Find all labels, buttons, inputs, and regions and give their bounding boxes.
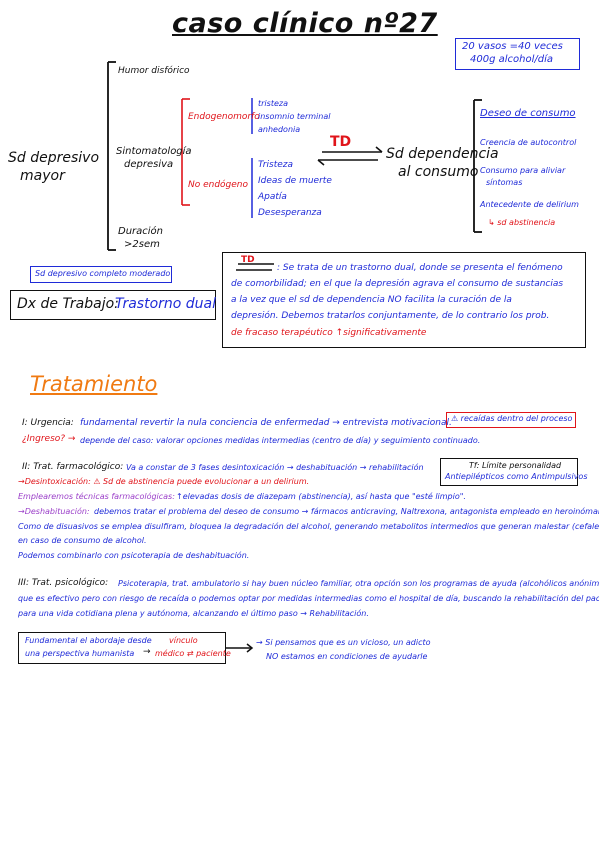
aversive-line-2: en caso de consumo de alcohol. [18,536,147,545]
approach-line-2: una perspectiva humanista [25,649,135,658]
approach-line-1: Fundamental el abordaje desde [25,636,152,645]
right-item-2: Creencia de autocontrol [480,138,577,147]
endo-item-3: anhedonia [258,125,301,134]
vinculo-line-2: médico ⇄ paciente [155,649,231,658]
pharm-label: II: Trat. farmacológico: [22,462,124,472]
note-box: 20 vasos =40 veces 400g alcohol/día [455,38,580,70]
duration-line-1: Duración [118,226,164,237]
approach-arrow: → [143,647,151,657]
dehab-label: →Deshabituación: [18,507,90,516]
right-item-4: síntomas [486,178,523,187]
td-line-4: depresión. Debemos tratarlos conjuntamen… [231,311,550,321]
dependence-line-2: al consumo [398,164,479,180]
warning-box: ⚠ recaídas dentro del proceso [446,412,576,428]
approach-box: Fundamental el abordaje desde una perspe… [18,632,231,664]
duration-line-2: >2sem [124,239,160,250]
no-endogenomorfo-label: No endógeno [188,180,249,190]
note-line-1: 20 vasos =40 veces [462,41,563,52]
warning-text: ⚠ recaídas dentro del proceso [451,414,573,423]
approach-result-line-1: → Si pensamos que es un vicioso, un adic… [256,638,431,647]
note-line-2: 400g alcohol/día [470,54,553,65]
dx-box: Dx de Trabajo: Trastorno dual [10,290,216,320]
mood-label: Humor disfórico [118,66,190,76]
dx-value: Trastorno dual [115,296,217,312]
td-line-2: de comorbilidad; en el que la depresión … [231,279,564,289]
pharm-text: Va a constar de 3 fases desintoxicación … [126,463,424,472]
right-item-3: Consumo para aliviar [480,166,566,175]
psych-line-3: para una vida cotidiana plena y autónoma… [18,609,369,618]
endo-item-2: insomnio terminal [258,112,331,121]
pharm-use-text: ↑elevadas dosis de diazepam (abstinencia… [176,492,466,501]
main-diagnosis-line-1: Sd depresivo [8,150,100,166]
td-label: TD [330,134,352,150]
right-item-6: ↳ sd abstinencia [488,218,556,227]
psych-line-1: Psicoterapia, trat. ambulatorio si hay b… [118,579,599,588]
page-title: caso clínico nº27 [172,8,438,39]
endo-item-1: tristeza [258,99,288,108]
symptoms-label-line-2: depresiva [124,159,174,170]
right-item-1: Deseo de consumo [480,108,576,119]
td-box-label: TD [241,255,255,265]
treatment-heading: Tratamiento [30,372,158,396]
pharm-use-label: Emplearemos técnicas farmacológicas: [18,492,175,501]
combine-line: Podemos combinarlo con psicoterapia de d… [18,551,250,560]
no-endo-item-1: Tristeza [258,160,293,170]
right-item-5: Antecedente de delirium [480,200,579,209]
ingreso-question: ¿Ingreso? → [22,434,76,444]
td-line-3: a la vez que el sd de dependencia NO fac… [231,295,512,305]
psych-line-2: que es efectivo pero con riesgo de recaí… [18,594,599,603]
tf-line-2: Antiepilépticos como Antimpulsivos [445,472,588,481]
td-line-5: de fracaso terapéutico ↑significativamen… [231,328,427,338]
detox-line: →Desintoxicación: ⚠ Sd de abstinencia pu… [18,477,310,486]
ingreso-text: depende del caso: valorar opciones medid… [80,436,481,445]
approach-result-line-2: NO estamos en condiciones de ayudarle [266,652,428,661]
aversive-line-1: Como de disuasivos se emplea disulfiram,… [18,522,599,531]
moderate-box: Sd depresivo completo moderado [30,266,172,283]
urgency-text: fundamental revertir la nula conciencia … [80,418,452,428]
urgency-label: I: Urgencia: [22,418,74,428]
td-line-1: : Se trata de un trastorno dual, donde s… [277,263,563,273]
vinculo-line-1: vínculo [169,636,198,645]
tf-box: Tf: Límite personalidad Antiepilépticos … [440,458,588,486]
dehab-text: debemos tratar el problema del deseo de … [94,507,599,516]
no-endo-item-2: Ideas de muerte [258,176,332,186]
dependence-line-1: Sd dependencia [386,146,499,162]
endogenomorfo-label: Endogenomorfo [188,112,260,122]
td-explanation-box: TD : Se trata de un trastorno dual, dond… [222,252,586,348]
no-endo-item-4: Desesperanza [258,208,322,218]
main-diagnosis-line-2: mayor [20,168,65,184]
tf-line-1: Tf: Límite personalidad [469,461,562,470]
psych-label: III: Trat. psicológico: [18,578,109,588]
moderate-text: Sd depresivo completo moderado [35,269,171,278]
symptoms-label-line-1: Sintomatología [116,146,192,157]
dx-label: Dx de Trabajo: [17,296,119,312]
no-endo-item-3: Apatía [258,192,287,202]
